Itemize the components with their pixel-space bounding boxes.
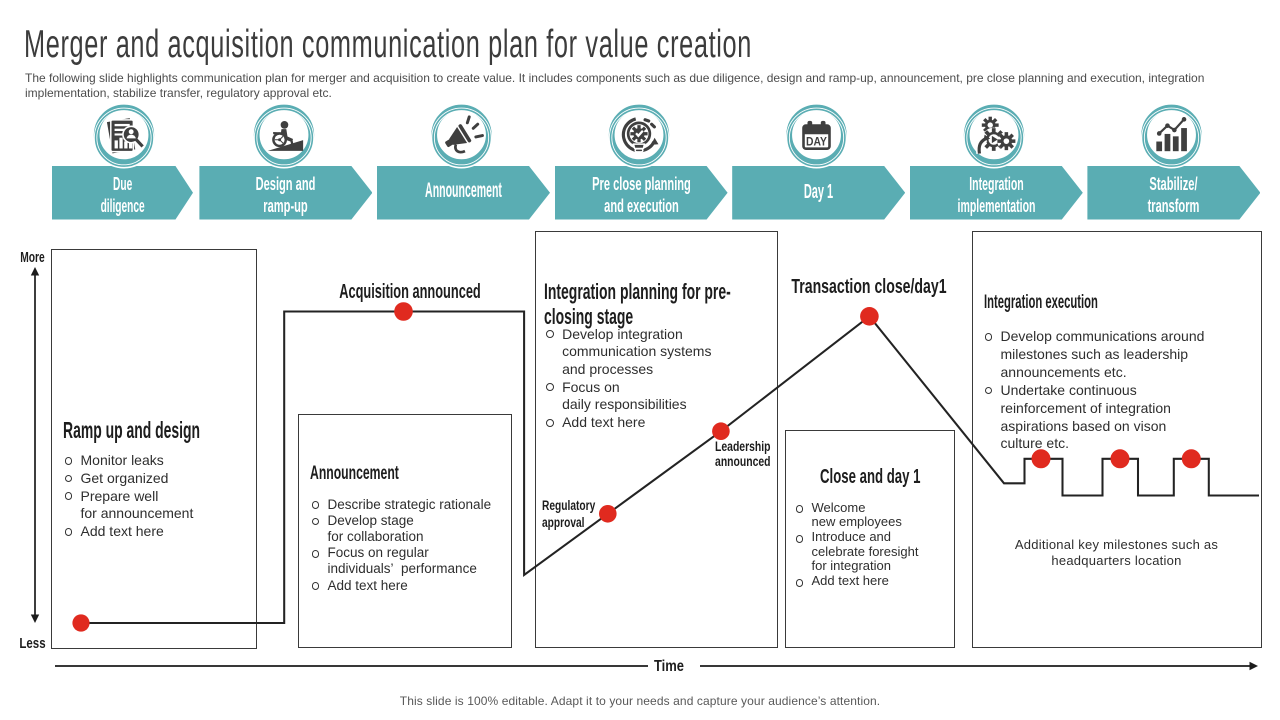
svg-text:DAY: DAY bbox=[806, 135, 827, 149]
